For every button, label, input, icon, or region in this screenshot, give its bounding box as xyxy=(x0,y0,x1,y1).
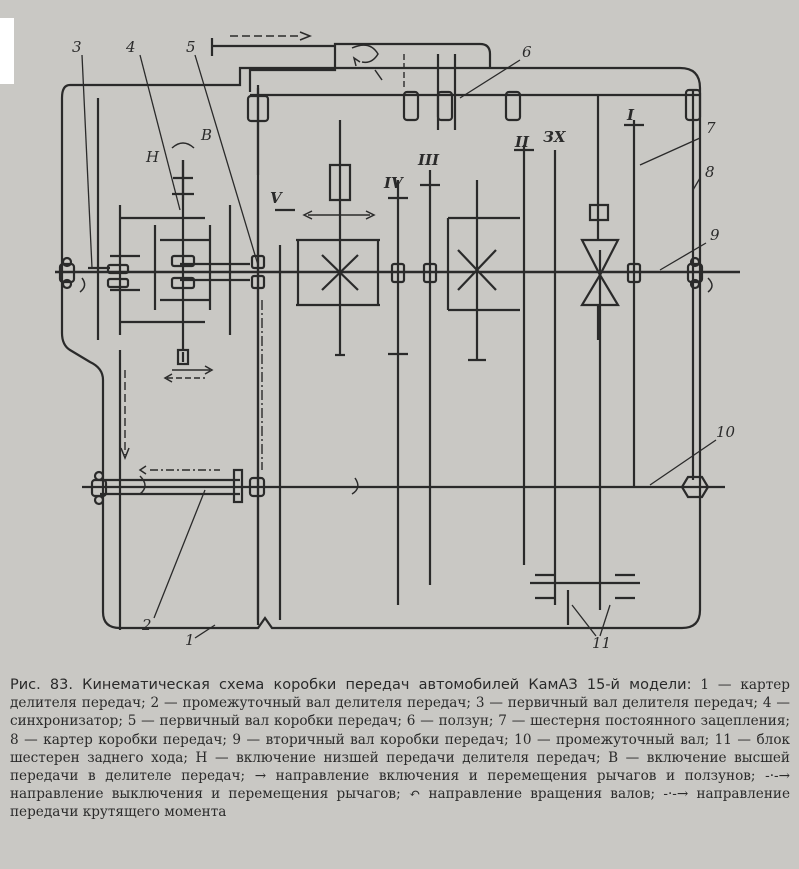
label-B: В xyxy=(200,126,212,144)
gear-label-reverse: ЗХ xyxy=(543,128,567,146)
gear-label-2: II xyxy=(514,133,530,151)
callout-2: 2 xyxy=(141,616,152,634)
callout-6: 6 xyxy=(522,43,532,61)
scan-artifact xyxy=(0,18,14,84)
gear-label-4: IV xyxy=(383,174,404,192)
shift-rail-cover xyxy=(248,42,492,92)
callout-8: 8 xyxy=(705,163,715,181)
gear-label-5: V xyxy=(270,189,283,207)
callout-11: 11 xyxy=(592,634,611,652)
callout-3: 3 xyxy=(72,38,82,56)
gear-label-3: III xyxy=(417,151,440,169)
label-H: Н xyxy=(145,148,160,166)
callout-10: 10 xyxy=(716,423,736,441)
figure-caption: Рис. 83. Кинематическая схема коробки пе… xyxy=(10,676,790,822)
callout-7: 7 xyxy=(706,119,716,137)
kinematic-scheme: I II III IV V ЗХ 3 4 5 6 7 8 9 10 11 2 1… xyxy=(55,31,740,652)
caption-body: 1 — картер делителя передач; 2 — промежу… xyxy=(10,677,790,821)
gear-label-1: I xyxy=(626,106,635,124)
callout-1: 1 xyxy=(185,631,195,649)
callout-9: 9 xyxy=(710,226,720,244)
callout-5: 5 xyxy=(186,38,196,56)
caption-title: Рис. 83. Кинематическая схема коробки пе… xyxy=(10,677,692,693)
housing-outline xyxy=(60,66,702,630)
callout-4: 4 xyxy=(125,38,136,56)
